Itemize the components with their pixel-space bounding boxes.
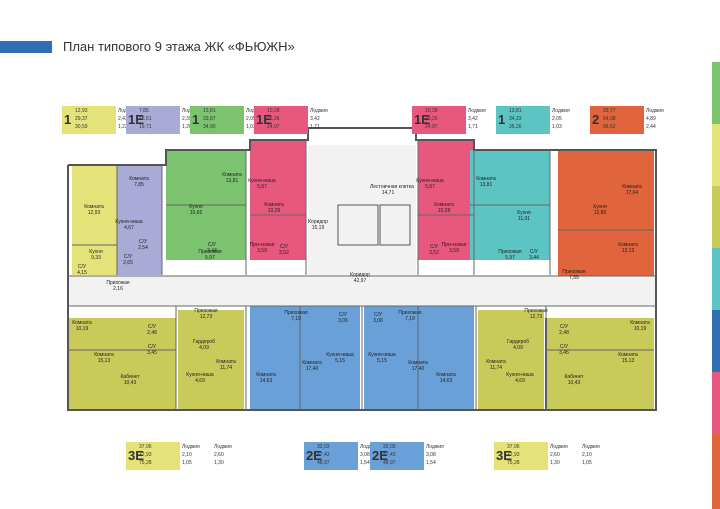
room-label: С/У 3,44: [529, 249, 539, 261]
room-label: Прихожая 12,73: [194, 308, 218, 320]
room-label: Коридор 42,97: [350, 272, 370, 284]
room-label: Кухня 10,65: [189, 204, 203, 216]
room-label: Комната 14,63: [256, 372, 276, 384]
apartment-badge: 1Е 10,28 23,26 24,97 Лоджия 3,42 1,71: [254, 106, 328, 134]
room-label: Кухня-ниша 5,87: [416, 178, 444, 190]
side-stripe-pink: [712, 372, 720, 434]
room-label: Гардероб 4,09: [193, 339, 215, 351]
room-label: Комната 10,28: [264, 202, 284, 214]
room-label: С/У 3,52: [279, 244, 289, 256]
room-label: Кабинет 10,43: [564, 374, 584, 386]
room-label: Комната 13,81: [222, 172, 242, 184]
room-label: С/У 3,45: [147, 344, 157, 356]
side-stripe-blue: [712, 310, 720, 372]
room-label: Прихожая 7,55: [562, 269, 586, 281]
room-label: С/У 2,54: [138, 239, 148, 251]
room-label: Коридор 15,19: [308, 219, 328, 231]
side-stripe-yellow: [712, 124, 720, 186]
lift-shaft: [337, 204, 379, 246]
side-stripe-green: [712, 62, 720, 124]
room-label: Комната 14,63: [436, 372, 456, 384]
room-label: Комната 15,13: [618, 352, 638, 364]
room-label: Комната 17,40: [302, 360, 322, 372]
room-label: При-хожая 3,59: [249, 242, 275, 254]
side-stripe-olive: [712, 186, 720, 248]
room-label: Комната 12,93: [84, 204, 104, 216]
apartment-badge: 1Е 7,85 18,51 19,71 Лоджия 2,39 1,20: [126, 106, 200, 134]
apartment-fills: [68, 140, 654, 410]
room-label: Кухня 12,85: [593, 204, 607, 216]
room-label: Прихожая 7,19: [284, 310, 308, 322]
room-label: Кухня-ниша 4,67: [115, 219, 143, 231]
room-label: Прихожая 2,16: [106, 280, 130, 292]
room-label: При-хожая 3,59: [441, 242, 467, 254]
outer-walls: [67, 127, 657, 411]
room-label: Кухня-ниша 5,15: [326, 352, 354, 364]
room-label: Комната 11,74: [486, 359, 506, 371]
room-label: Комната 17,64: [622, 184, 642, 196]
room-label: Кухня 9,33: [89, 249, 103, 261]
room-label: Кухня 11,01: [517, 210, 531, 222]
room-label: С/У 4,15: [77, 264, 87, 276]
room-label: С/У 3,45: [559, 344, 569, 356]
room-label: С/У 2,48: [147, 324, 157, 336]
room-label: Комната 10,19: [72, 320, 92, 332]
side-stripe-teal: [712, 248, 720, 310]
room-label: С/У 3,52: [429, 244, 439, 256]
lift-shaft-2: [379, 204, 411, 246]
header-accent-bar: [0, 41, 52, 53]
apartment-badge: 1 13,81 34,23 35,26 Лоджия 2,05 1,03: [496, 106, 570, 134]
room-label: Комната 15,13: [94, 352, 114, 364]
room-label: Комната 17,40: [408, 360, 428, 372]
apartment-badge: 2Е 32,03 47,43 48,97 Лоджия 3,08 1,54: [370, 442, 444, 470]
room-label: Комната 7,85: [129, 176, 149, 188]
central-corridor: [68, 276, 656, 306]
room-label: Комната 10,19: [630, 320, 650, 332]
stair-core: [308, 145, 416, 275]
room-label: С/У 2,65: [123, 254, 133, 266]
apartment-badge: 2Е 32,03 47,43 48,97 Лоджия 3,08 1,54: [304, 442, 378, 470]
apartment-badge: 3Е 37,06 72,93 75,28 Лоджия 2,10 1,05 Ло…: [126, 442, 232, 470]
room-label: Кухня-ниша 4,69: [506, 372, 534, 384]
apartment-badge: 1 12,93 29,37 30,59 Лоджия 2,43 1,22: [62, 106, 136, 134]
inner-walls: [68, 140, 656, 410]
room-label: Комната 11,74: [216, 359, 236, 371]
apartment-badge: 3Е 37,06 72,93 75,28 Лоджия 2,60 1,30 Ло…: [494, 442, 600, 470]
room-label: Комната 13,81: [476, 176, 496, 188]
room-label: Кухня-ниша 5,15: [368, 352, 396, 364]
side-stripe-orange: [712, 434, 720, 509]
room-label: С/У 3,44: [207, 242, 217, 254]
apartment-badge: 2 29,77 54,08 56,52 Лоджия 4,89 2,44: [590, 106, 664, 134]
room-label: Прихожая 5,97: [498, 249, 522, 261]
room-label: Прихожая 5,97: [198, 249, 222, 261]
room-label: Лестничная клетка 14,71: [370, 184, 414, 196]
apartment-badge: 1Е 10,28 23,26 24,97 Лоджия 3,42 1,71: [412, 106, 486, 134]
apartment-badge: 1 13,81 33,87 34,90 Лоджия 2,05 1,03: [190, 106, 264, 134]
room-label: Кухня-ниша 5,87: [248, 178, 276, 190]
room-label: Прихожая 12,73: [524, 308, 548, 320]
room-label: Прихожая 7,19: [398, 310, 422, 322]
room-label: Гардероб 4,09: [507, 339, 529, 351]
page-title: План типового 9 этажа ЖК «ФЬЮЖН»: [63, 39, 295, 54]
room-label: Комната 12,13: [618, 242, 638, 254]
room-label: С/У 3,06: [338, 312, 348, 324]
room-label: С/У 3,06: [373, 312, 383, 324]
room-label: С/У 2,48: [559, 324, 569, 336]
room-label: Кабинет 10,43: [120, 374, 140, 386]
room-label: Кухня-ниша 4,69: [186, 372, 214, 384]
room-label: Комната 10,28: [434, 202, 454, 214]
